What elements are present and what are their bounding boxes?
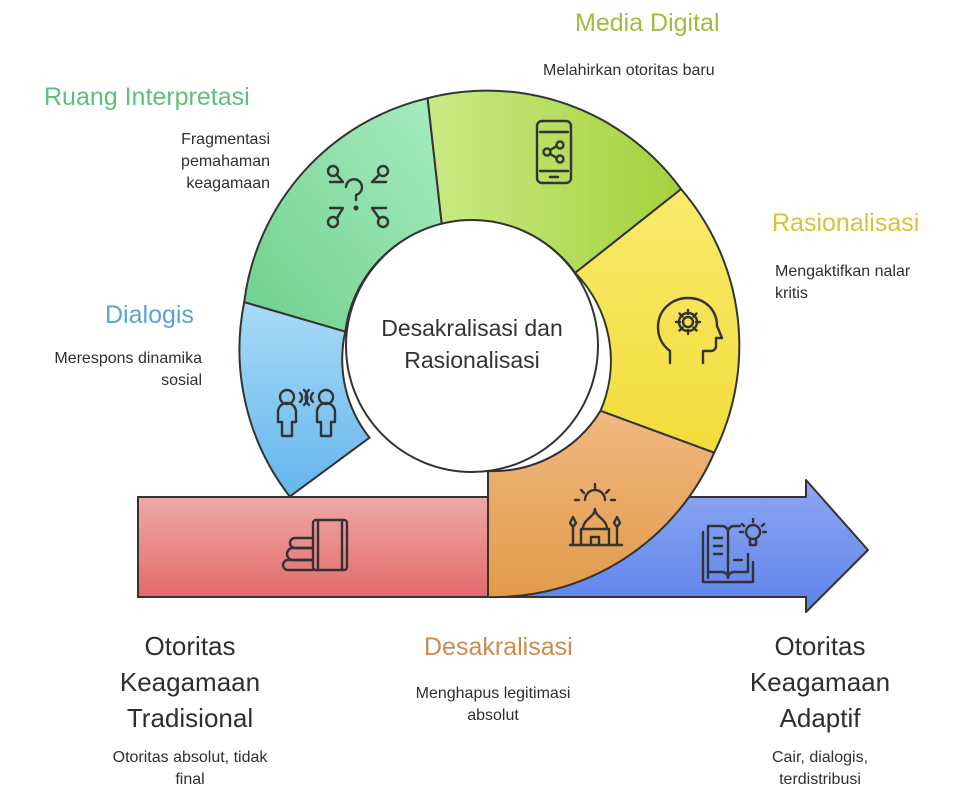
smartphone-share-icon: [535, 119, 573, 185]
dialogis-desc-line2: sosial: [161, 372, 202, 389]
rasionalisasi-title: Rasionalisasi: [772, 209, 920, 237]
tradisional-desc: Otoritas absolut, tidak final: [80, 747, 300, 791]
ruang-interpretasi-desc-line3: keagamaan: [186, 175, 270, 192]
book-lightbulb-icon: [701, 517, 768, 584]
dialogis-desc-line1: Merespons dinamika: [54, 350, 202, 367]
media-digital-desc: Melahirkan otoritas baru: [543, 62, 715, 79]
rasionalisasi-desc-line1: Mengaktifkan nalar: [775, 263, 911, 280]
adaptif-desc: Cair, dialogis, terdistribusi: [740, 747, 900, 791]
desakralisasi-title: Desakralisasi: [424, 633, 573, 661]
center-circle: [345, 219, 599, 473]
head-gear-icon: [656, 296, 724, 365]
tradisional-title-line1: Otoritas: [144, 631, 236, 661]
tradisional-title-line3: Tradisional: [126, 703, 254, 733]
ring-segment-rasionalisasi: [573, 187, 741, 454]
center-label: Desakralisasi dan Rasionalisasi: [352, 312, 592, 376]
tradisional-title: Otoritas Keagamaan Tradisional: [90, 628, 290, 736]
tradisional-title-line2: Keagamaan: [119, 667, 261, 697]
center-label-line1: Desakralisasi dan: [381, 315, 563, 341]
question-network-icon: [326, 164, 390, 229]
dialogis-desc: Merespons dinamika sosial: [10, 348, 202, 392]
stacked-books-icon: [281, 518, 349, 572]
adaptif-title-line1: Otoritas: [774, 631, 866, 661]
adaptif-title-line3: Adaptif: [779, 703, 861, 733]
desakralisasi-desc: Menghapus legitimasi absolut: [388, 683, 598, 727]
adaptif-title: Otoritas Keagamaan Adaptif: [720, 628, 920, 736]
two-people-talking-icon: [276, 388, 337, 438]
rasionalisasi-desc-line2: kritis: [775, 285, 808, 302]
ruang-interpretasi-desc-line2: pemahaman: [181, 153, 270, 170]
desakralisasi-desc-line2: absolut: [467, 707, 519, 724]
media-digital-title: Media Digital: [575, 9, 720, 37]
rasionalisasi-desc: Mengaktifkan nalar kritis: [775, 261, 910, 305]
adaptif-desc-line1: Cair, dialogis,: [771, 749, 869, 766]
ring-segment-desakralisasi: [487, 409, 716, 599]
adaptif-title-line2: Keagamaan: [749, 667, 891, 697]
adaptif-desc-line2: terdistribusi: [779, 771, 861, 788]
desakralisasi-desc-line1: Menghapus legitimasi: [415, 685, 571, 702]
mosque-sun-icon: [568, 482, 624, 547]
center-label-line2: Rasionalisasi: [404, 347, 540, 373]
tradisional-desc-line2: final: [175, 771, 205, 788]
ruang-interpretasi-desc: Fragmentasi pemahaman keagamaan: [120, 129, 270, 195]
dialogis-title: Dialogis: [105, 301, 194, 329]
ruang-interpretasi-title: Ruang Interpretasi: [44, 83, 250, 111]
tradisional-desc-line1: Otoritas absolut, tidak: [112, 749, 268, 766]
ruang-interpretasi-desc-line1: Fragmentasi: [181, 131, 270, 148]
